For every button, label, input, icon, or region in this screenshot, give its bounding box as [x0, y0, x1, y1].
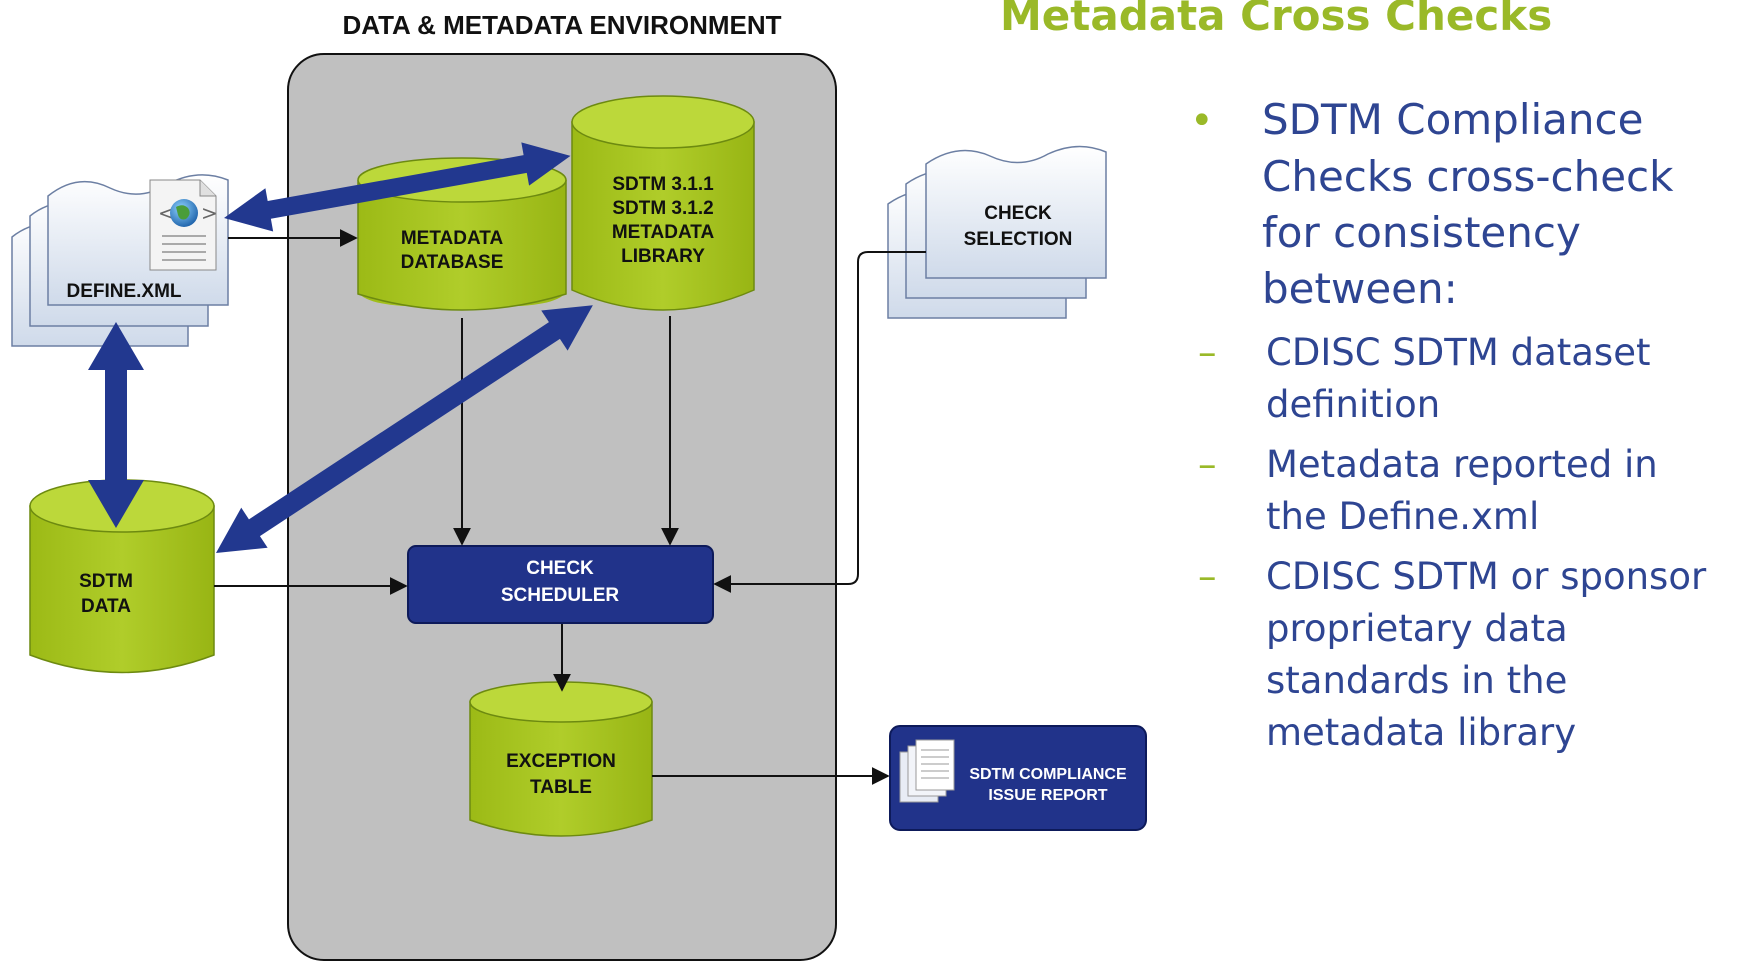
bullet-main-text: SDTM Compliance Checks cross-check for c… [1262, 95, 1674, 313]
environment-title: DATA & METADATA ENVIRONMENT [342, 10, 781, 40]
sdtm-library-line3: METADATA [612, 222, 715, 243]
sub-item-text: CDISC SDTM dataset definition [1266, 331, 1651, 426]
exception-table-line1: EXCEPTION [506, 751, 616, 772]
sdtm-library-line4: LIBRARY [621, 246, 705, 267]
flow-arrows [214, 229, 926, 785]
bullet-dot-icon: • [1190, 98, 1214, 144]
sdtm-metadata-library-cylinder: SDTM 3.1.1 SDTM 3.1.2 METADATA LIBRARY [571, 95, 755, 311]
check-selection-line1: CHECK [984, 203, 1052, 224]
define-xml-document: < > DEFINE.XML [11, 174, 229, 347]
issue-report-line2: ISSUE REPORT [988, 787, 1107, 804]
arrow-define-library [224, 142, 571, 232]
check-scheduler-line2: SCHEDULER [501, 585, 620, 606]
arrow-data-library [216, 305, 593, 553]
sub-item: – CDISC SDTM or sponsor proprietary data … [1190, 551, 1730, 759]
sub-item-text: Metadata reported in the Define.xml [1266, 443, 1658, 538]
metadata-database-line2: DATABASE [401, 252, 504, 273]
metadata-database-line1: METADATA [401, 228, 504, 249]
sdtm-library-line2: SDTM 3.1.2 [612, 198, 713, 219]
bullet-main: • SDTM Compliance Checks cross-check for … [1190, 92, 1730, 317]
svg-text:<: < [158, 201, 175, 225]
sdtm-data-cylinder: SDTM DATA [29, 479, 215, 674]
sub-item: – CDISC SDTM dataset definition [1190, 327, 1730, 431]
sub-item: – Metadata reported in the Define.xml [1190, 439, 1730, 543]
exception-table-cylinder: EXCEPTION TABLE [469, 681, 653, 837]
define-xml-label: DEFINE.XML [66, 281, 181, 302]
bidirectional-arrows [88, 142, 593, 553]
sdtm-library-line1: SDTM 3.1.1 [612, 174, 714, 195]
check-scheduler-line1: CHECK [526, 558, 594, 579]
check-scheduler-box: CHECK SCHEDULER [407, 545, 714, 624]
issue-report-line1: SDTM COMPLIANCE [969, 766, 1127, 783]
arrow-define-data [88, 322, 144, 528]
sdtm-data-line2: DATA [81, 596, 131, 617]
side-title: Metadata Cross Checks [1000, 0, 1553, 40]
sdtm-data-line1: SDTM [79, 571, 133, 592]
svg-text:>: > [201, 201, 218, 225]
arrow-selection-to-scheduler [713, 251, 926, 593]
sub-item-text: CDISC SDTM or sponsor proprietary data s… [1266, 555, 1707, 754]
dash-icon: – [1198, 331, 1217, 374]
check-selection-document: CHECK SELECTION [887, 145, 1107, 319]
bullet-list: • SDTM Compliance Checks cross-check for … [1190, 92, 1730, 767]
dash-icon: – [1198, 443, 1217, 486]
check-selection-line2: SELECTION [964, 229, 1073, 250]
xml-file-icon: < > [149, 179, 218, 271]
issue-report-box: SDTM COMPLIANCE ISSUE REPORT [889, 725, 1147, 831]
report-pages-icon [899, 739, 955, 803]
exception-table-line2: TABLE [530, 777, 592, 798]
dash-icon: – [1198, 555, 1217, 598]
